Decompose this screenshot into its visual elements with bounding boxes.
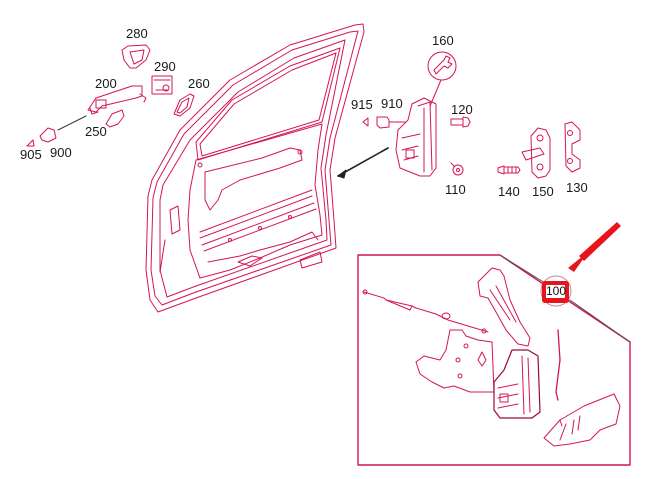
part-260-gasket [173,93,195,117]
part-label-290[interactable]: 290 [154,59,176,74]
part-label-110[interactable]: 110 [445,182,466,197]
part-910-cap [376,116,406,129]
part-250-gasket [105,109,125,128]
part-290-lock-cylinder [151,75,173,95]
door-shell [145,23,365,313]
part-915-clip [362,117,369,127]
part-label-200[interactable]: 200 [95,76,117,91]
detail-inset [357,254,631,466]
part-110-bolt [450,162,464,176]
part-label-260[interactable]: 260 [188,76,210,91]
part-label-250[interactable]: 250 [85,124,107,139]
part-150-striker [521,127,551,179]
part-200-outer-handle [87,85,147,115]
part-140-screw [497,165,521,175]
part-label-910[interactable]: 910 [381,96,403,111]
part-900-cap [39,127,57,143]
part-120-screw [450,116,471,128]
part-280-handle-cap [121,44,151,69]
part-label-120[interactable]: 120 [451,102,473,117]
lock-actuator [395,97,437,177]
part-label-280[interactable]: 280 [126,26,148,41]
part-label-905[interactable]: 905 [20,147,42,162]
part-label-140[interactable]: 140 [498,184,520,199]
highlight-arrow [568,222,621,272]
callout-circle [540,275,572,307]
part-label-915[interactable]: 915 [351,97,373,112]
part-label-150[interactable]: 150 [532,184,554,199]
callout-badge-100[interactable]: 100 [542,281,569,303]
part-130-plate [564,121,581,173]
part-label-130[interactable]: 130 [566,180,588,195]
part-label-900[interactable]: 900 [50,145,72,160]
part-905-clip [26,139,35,147]
part-160-wrench-symbol [427,51,457,107]
part-label-160[interactable]: 160 [432,33,454,48]
callout-label: 100 [546,284,567,298]
